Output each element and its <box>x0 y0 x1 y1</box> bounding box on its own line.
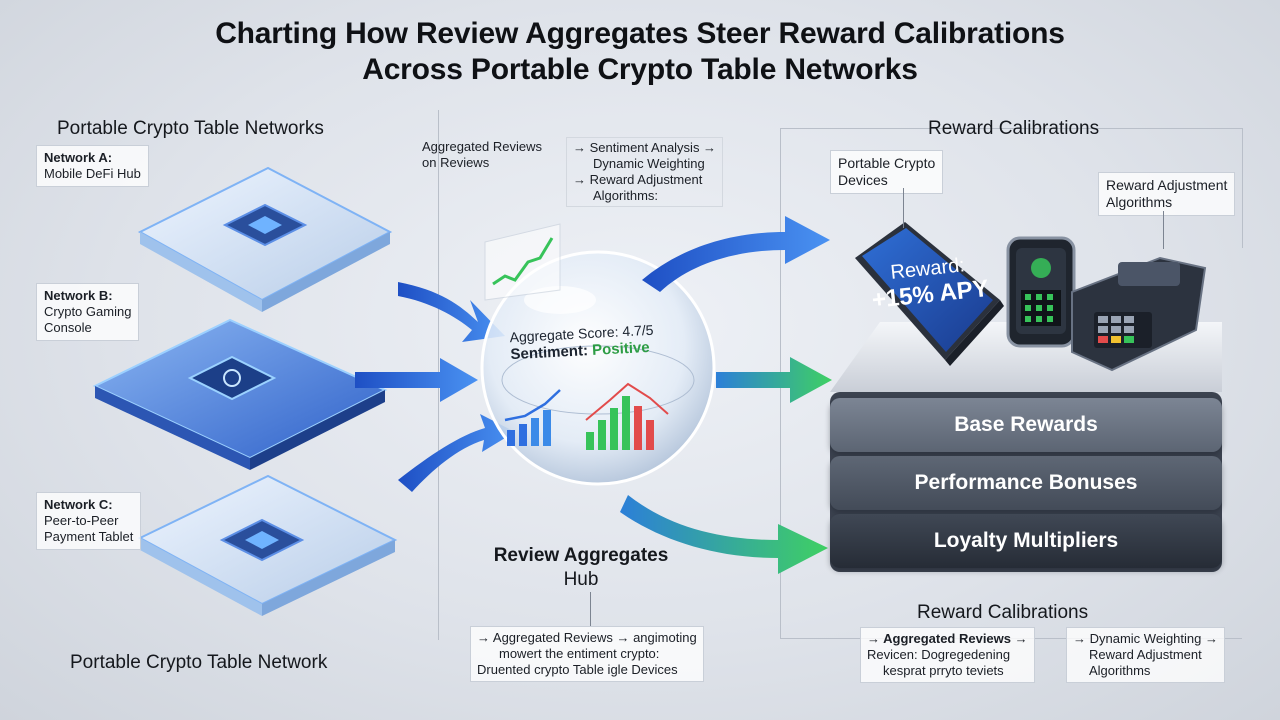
network-c-name: Network C: <box>44 497 113 512</box>
network-a-callout: Network A: Mobile DeFi Hub <box>36 145 149 187</box>
network-c-platform <box>137 474 398 616</box>
portable-devices-line-1: Portable Crypto <box>838 155 936 171</box>
hub-bottom-line-2: mowert the entiment crypto: <box>499 646 660 661</box>
sentiment-analysis-callout: → Sentiment Analysis → Dynamic Weighting… <box>566 137 724 207</box>
aggregated-reviews-line-2: on Reviews <box>422 155 490 170</box>
title-line-2: Across Portable Crypto Table Networks <box>362 53 918 86</box>
hub-label-line-2: Hub <box>563 569 599 590</box>
sphere-icon <box>480 250 716 486</box>
sentiment-analysis-line-3: → Reward Adjustment <box>573 172 703 187</box>
aggregated-reviews-callout: Aggregated Reviews on Reviews <box>416 137 548 173</box>
calibration-right-line-3: Algorithms <box>1089 663 1151 678</box>
network-a-platform <box>137 166 393 312</box>
network-a-device: Mobile DeFi Hub <box>44 166 141 181</box>
sentiment-analysis-line-4: Algorithms: <box>593 188 659 203</box>
title-line-1: Charting How Review Aggregates Steer Rew… <box>215 17 1065 50</box>
chip-icon <box>222 203 308 247</box>
aggregated-reviews-line-1: Aggregated Reviews <box>422 139 542 154</box>
payment-terminal-icon <box>1071 256 1207 372</box>
network-c-device-line-2: Payment Tablet <box>44 529 134 544</box>
reward-algorithms-line-2: Algorithms <box>1106 194 1173 210</box>
portable-devices-line-2: Devices <box>838 172 888 188</box>
calibration-left-line-3: kesprat prryto teviets <box>883 663 1004 678</box>
calibration-bottom-right-callout: → Dynamic Weighting → Reward Adjustment … <box>1066 627 1225 683</box>
right-heading-top: Reward Calibrations <box>928 118 1100 139</box>
output-arrows <box>620 216 832 574</box>
calibration-left-line-1: → Aggregated Reviews → <box>867 631 1028 646</box>
sentiment-analysis-line-1: → Sentiment Analysis → <box>573 140 717 155</box>
network-b-platform <box>92 318 388 470</box>
chip-icon <box>219 518 305 562</box>
bar-chart-icon <box>504 382 669 450</box>
algorithms-connector <box>1163 211 1164 249</box>
network-c-callout: Network C: Peer-to-Peer Payment Tablet <box>36 492 142 550</box>
sentiment-label: Sentiment: <box>510 342 589 364</box>
network-b-device-line-2: Console <box>44 320 92 335</box>
network-a-name: Network A: <box>44 150 113 165</box>
tier-performance-bonuses: Performance Bonuses <box>830 456 1222 510</box>
chip-icon <box>187 355 277 401</box>
phone-icon <box>1006 236 1076 348</box>
left-heading-bottom: Portable Crypto Table Network <box>70 652 328 673</box>
tier-base-rewards: Base Rewards <box>830 398 1222 452</box>
reward-algorithms-callout: Reward Adjustment Algorithms <box>1098 172 1236 216</box>
reward-algorithms-line-1: Reward Adjustment <box>1106 177 1228 193</box>
divider-far-right <box>1242 128 1243 248</box>
divider-top-right <box>780 128 1242 129</box>
calibration-bottom-left-callout: → Aggregated Reviews → Revicen: Dogreged… <box>860 627 1035 683</box>
network-b-device-line-1: Crypto Gaming <box>44 304 132 319</box>
hub-label-line-1: Review Aggregates <box>493 545 669 566</box>
right-heading-bottom: Reward Calibrations <box>917 602 1089 623</box>
calibration-right-line-1: → Dynamic Weighting → <box>1073 631 1218 646</box>
calibration-right-line-2: Reward Adjustment <box>1089 647 1202 662</box>
hub-label: Review Aggregates Hub <box>476 544 686 592</box>
page-title: Charting How Review Aggregates Steer Rew… <box>0 16 1280 88</box>
portable-devices-callout: Portable Crypto Devices <box>830 150 944 194</box>
tablet-icon <box>855 222 1004 366</box>
network-b-callout: Network B: Crypto Gaming Console <box>36 283 140 341</box>
hub-bottom-callout: → Aggregated Reviews → angimoting mowert… <box>470 626 704 682</box>
hub-connector <box>590 592 591 626</box>
calibration-left-line-2: Revicen: Dogregedening <box>867 647 1011 662</box>
tier-loyalty-multipliers: Loyalty Multipliers <box>830 514 1222 568</box>
sentiment-analysis-line-2: Dynamic Weighting <box>593 156 705 171</box>
input-arrows <box>355 282 515 492</box>
network-b-name: Network B: <box>44 288 113 303</box>
growth-chart-panel <box>484 223 561 301</box>
sentiment-value: Positive <box>591 338 651 359</box>
network-c-device-line-1: Peer-to-Peer <box>44 513 119 528</box>
left-heading-top: Portable Crypto Table Networks <box>57 118 324 139</box>
hub-bottom-line-1: → Aggregated Reviews → angimoting <box>477 630 697 645</box>
hub-bottom-line-3: Druented crypto Table igle Devices <box>477 662 678 677</box>
devices-connector <box>903 188 904 228</box>
